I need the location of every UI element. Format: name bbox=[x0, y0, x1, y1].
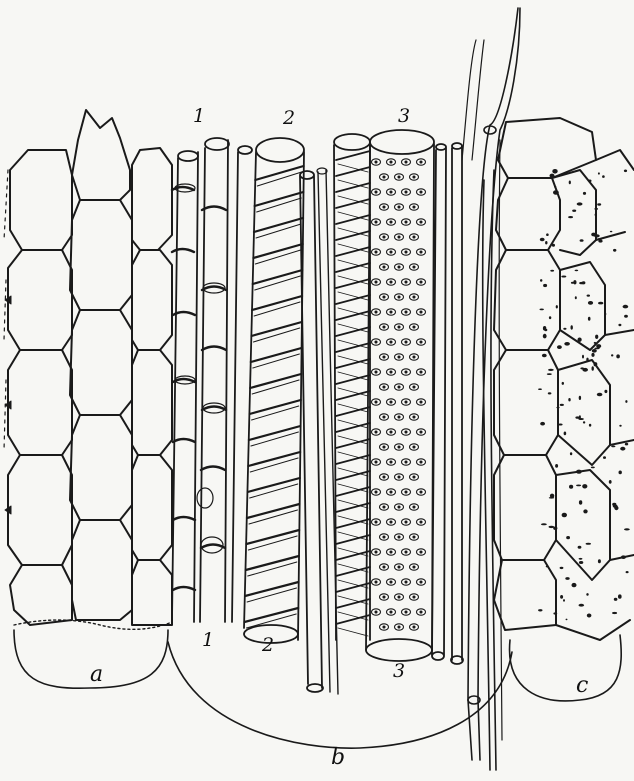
parenchyma-cells-a bbox=[4, 110, 172, 629]
bracket-b bbox=[168, 642, 512, 748]
label-region-c: c bbox=[576, 673, 588, 698]
label-region-a: a bbox=[90, 662, 103, 687]
cell-granules bbox=[538, 169, 630, 620]
bracket-c bbox=[510, 635, 622, 701]
label-vessel-3-top: 3 bbox=[398, 105, 410, 127]
label-vessel-2-top: 2 bbox=[282, 107, 295, 129]
pitted-vessel-3 bbox=[334, 130, 463, 664]
spiral-vessel-2 bbox=[244, 138, 338, 694]
label-vessel-1-bottom: 1 bbox=[202, 629, 214, 651]
label-vessel-3-bottom: 3 bbox=[393, 660, 405, 682]
annular-vessels-1 bbox=[172, 138, 252, 622]
label-vessel-2-bottom: 2 bbox=[261, 634, 274, 656]
granular-cells-c bbox=[494, 118, 634, 640]
label-region-b: b bbox=[331, 745, 345, 770]
label-vessel-1-top: 1 bbox=[193, 105, 205, 127]
